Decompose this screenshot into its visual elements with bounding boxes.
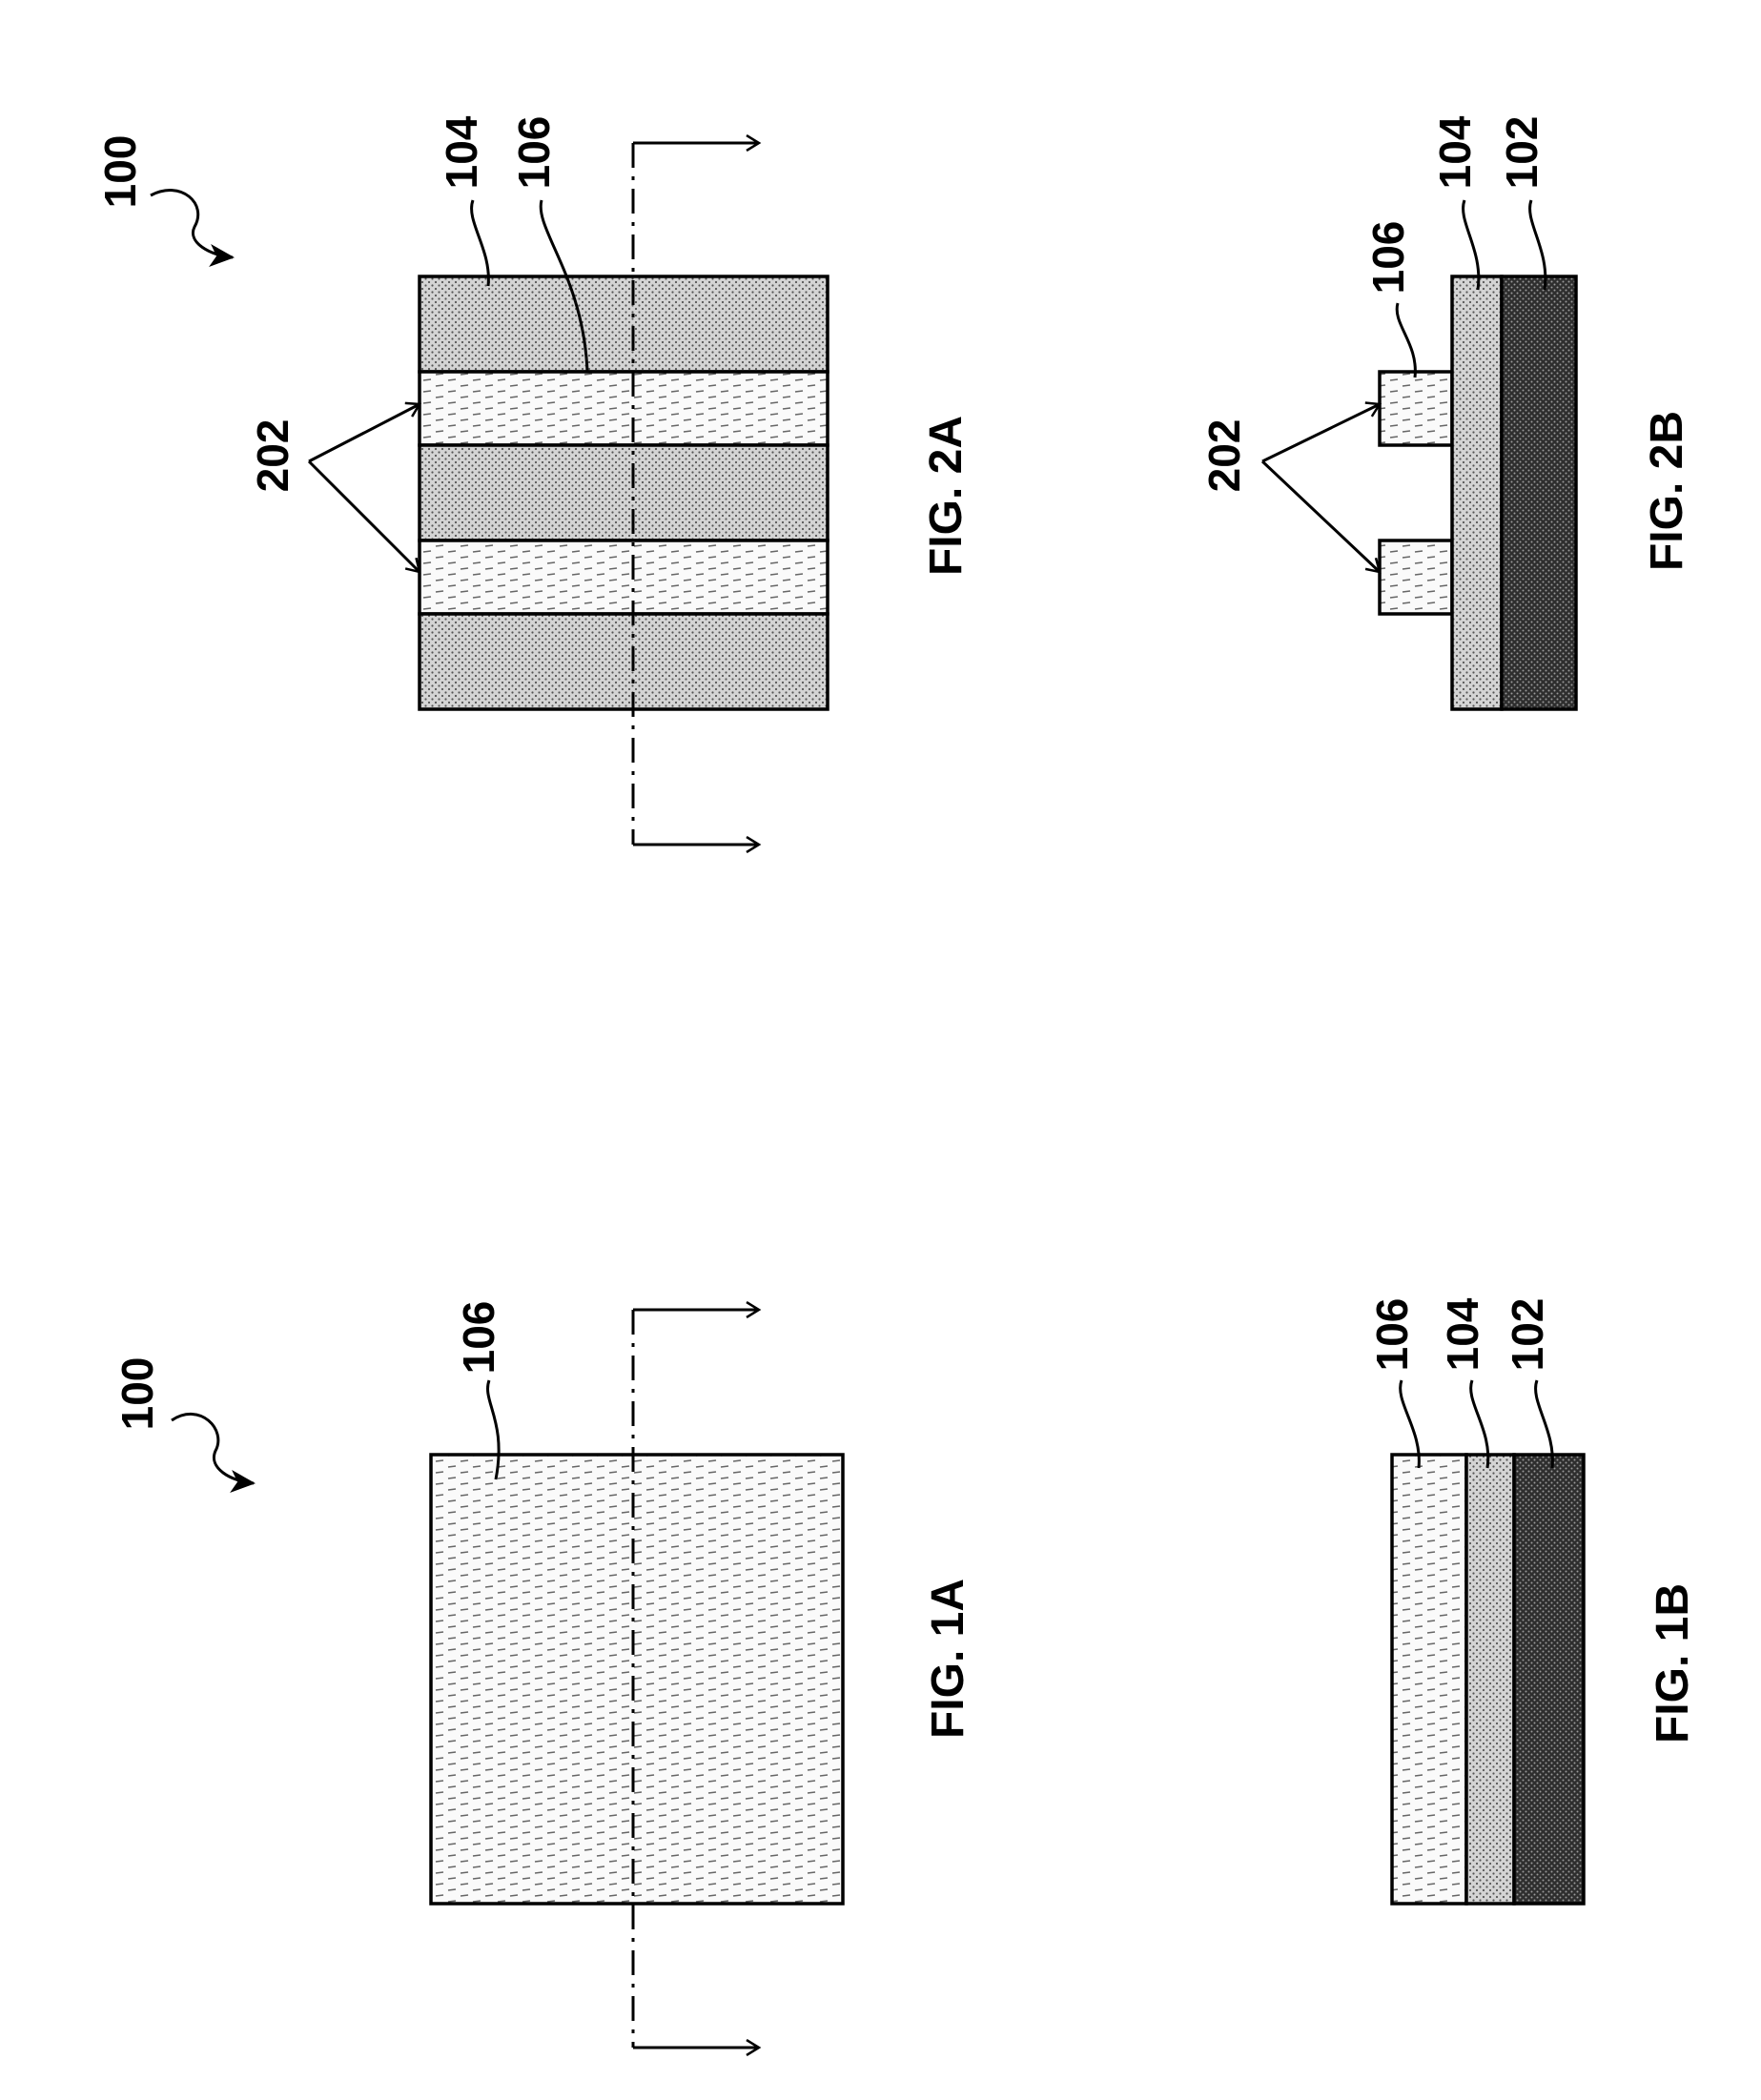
fig-2b: 106 104 102 202 FIG. 2B [1199, 115, 1692, 709]
fig2b-label-104: 104 [1430, 115, 1480, 189]
fig-2a: 104 106 202 100 FIG. 2A [95, 115, 972, 845]
fig2b-strip-106-a [1380, 372, 1452, 445]
fig-1a: 106 100 FIG. 1A [113, 1301, 973, 2048]
fig2a-assembly-arrow [151, 191, 233, 257]
fig2a-strip-106-b [420, 540, 828, 614]
fig2a-stripe-104-c [420, 614, 828, 709]
fig2b-strip-106-b [1380, 540, 1452, 614]
fig2b-label-102: 102 [1497, 116, 1546, 190]
fig-1b: 106 104 102 FIG. 1B [1367, 1297, 1698, 1904]
fig2b-leader-106 [1397, 303, 1415, 377]
fig2a-label-202: 202 [248, 419, 297, 493]
fig1b-label-104: 104 [1438, 1297, 1487, 1371]
fig2a-caption: FIG. 2A [921, 416, 972, 576]
fig2a-label-100: 100 [95, 135, 145, 209]
fig2a-stripe-104-b [420, 445, 828, 540]
fig2b-layer-102 [1502, 276, 1576, 709]
fig1a-assembly-arrow [172, 1414, 254, 1483]
fig2a-label-104: 104 [437, 115, 486, 189]
fig2b-arrow-202-a [1262, 404, 1380, 461]
fig2a-arrow-202-b [309, 461, 420, 572]
fig1a-label-106: 106 [454, 1301, 503, 1375]
fig2b-layer-104 [1452, 276, 1502, 709]
fig1a-layer-106-plan [431, 1455, 843, 1904]
fig1b-label-102: 102 [1503, 1298, 1552, 1372]
fig1a-caption: FIG. 1A [923, 1579, 973, 1739]
fig2a-strip-106-a [420, 372, 828, 445]
fig1b-label-106: 106 [1367, 1298, 1417, 1372]
fig1a-label-100: 100 [113, 1357, 162, 1431]
fig2b-label-202: 202 [1199, 419, 1249, 493]
fig2a-arrow-202-a [309, 404, 420, 461]
fig1b-layer-104 [1466, 1455, 1514, 1904]
fig2a-label-106: 106 [509, 116, 559, 190]
fig2b-label-106: 106 [1363, 221, 1413, 295]
fig1b-layer-102 [1514, 1455, 1584, 1904]
fig1b-caption: FIG. 1B [1648, 1583, 1698, 1743]
fig1b-layer-106 [1392, 1455, 1466, 1904]
fig2a-leader-104 [472, 200, 489, 286]
fig2a-stripe-104-a [420, 276, 828, 372]
fig2b-arrow-202-b [1262, 461, 1380, 572]
fig2b-caption: FIG. 2B [1642, 411, 1692, 571]
